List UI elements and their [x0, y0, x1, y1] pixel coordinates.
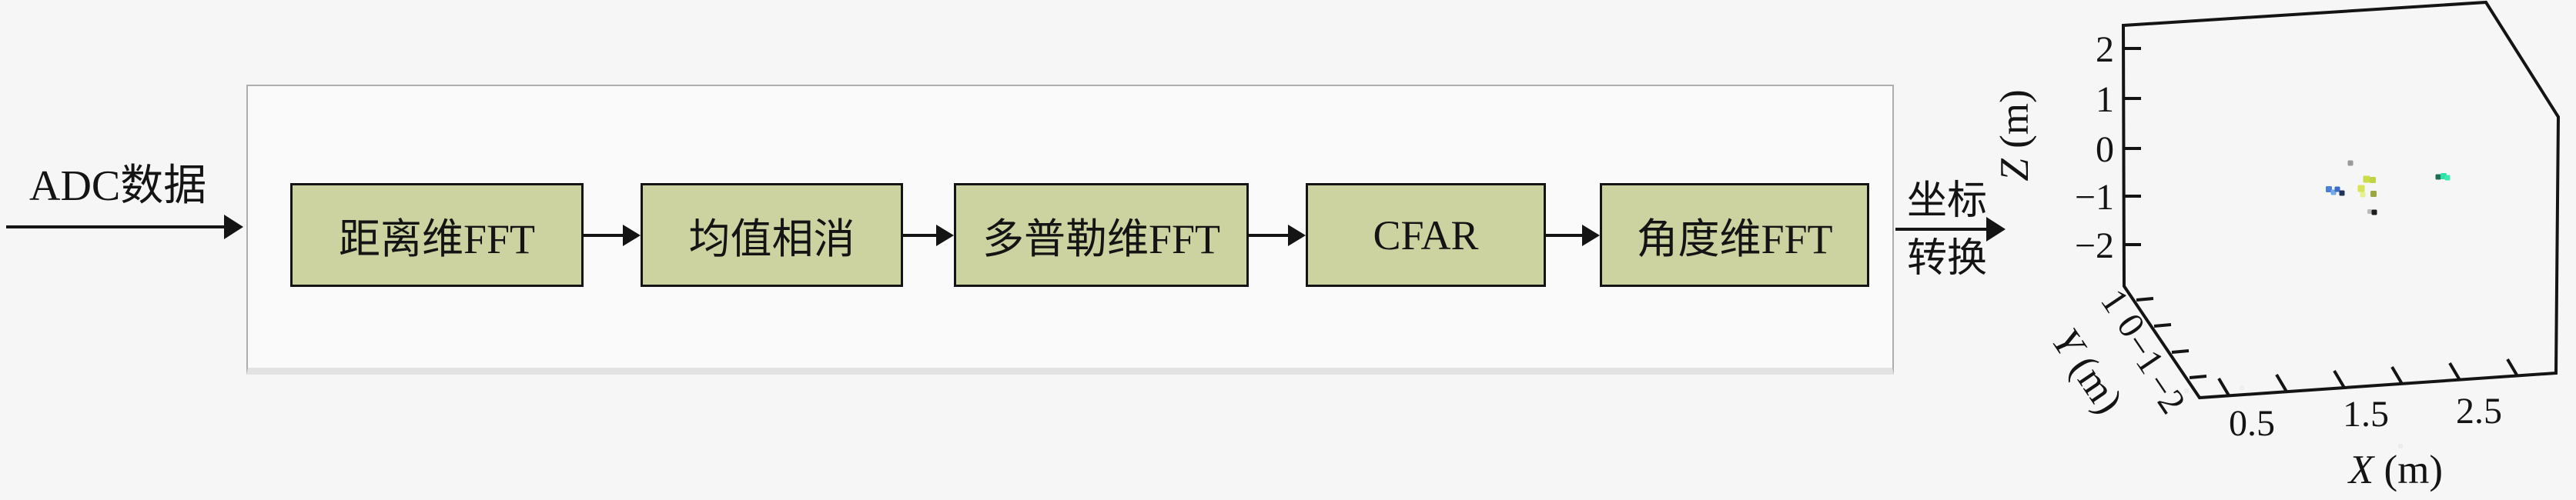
block-cfar: CFAR	[1306, 183, 1546, 287]
block-range-fft: 距离维FFT	[290, 183, 584, 287]
scatter-point	[2435, 174, 2441, 180]
z-tick-label: 1	[2096, 79, 2114, 120]
block-range-fft-label: 距离维FFT	[338, 216, 536, 262]
y-tick	[2153, 323, 2172, 328]
coordinate-transform-arrow-line	[1895, 228, 1988, 231]
z-tick-label: 2	[2096, 29, 2114, 70]
scatter-point	[2334, 186, 2340, 192]
x-tick	[2506, 358, 2519, 378]
block-cfar-label: CFAR	[1373, 212, 1479, 258]
block-mean-cancellation: 均值相消	[641, 183, 903, 287]
x-tick	[2390, 365, 2404, 385]
z-tick-label: −2	[2075, 225, 2114, 266]
scatter-point	[2360, 192, 2366, 198]
z-axis-label: Z (m)	[1992, 89, 2037, 181]
scatter-point	[2444, 175, 2451, 181]
arrowhead-4	[1582, 225, 1600, 246]
x-tick	[2275, 373, 2288, 393]
processing-chain-panel: 距离维FFT 均值相消 多普勒维FFT CFAR 角度维FFT	[246, 85, 1894, 375]
coordinate-transform-arrowhead	[1986, 217, 2006, 242]
scatter-point	[2240, 385, 2244, 390]
scatter-point	[2370, 177, 2376, 183]
scatter-point	[2363, 175, 2370, 183]
scatter-point	[2398, 444, 2403, 448]
coordinate-transform-label-line2: 转换	[1907, 237, 1988, 281]
arrowhead-2	[936, 225, 954, 246]
x-tick	[2448, 362, 2461, 382]
scatter-point	[2370, 191, 2377, 197]
arrow-line-2	[903, 234, 938, 237]
scatter-point	[2371, 209, 2377, 215]
scatter-point	[2339, 190, 2345, 196]
y-tick	[2136, 297, 2154, 302]
arrow-line-3	[1249, 234, 1290, 237]
coordinate-transform-label-line1: 坐标	[1907, 179, 1988, 223]
block-angle-fft-label: 角度维FFT	[1636, 216, 1833, 262]
scatter-point	[2367, 209, 2372, 214]
y-tick	[2189, 375, 2207, 379]
arrow-line-1	[584, 234, 625, 237]
block-doppler-fft-label: 多普勒维FFT	[982, 216, 1221, 262]
block-mean-cancellation-label: 均值相消	[688, 216, 855, 262]
input-arrowhead	[224, 215, 243, 239]
arrowhead-1	[623, 225, 641, 246]
x-tick	[2333, 369, 2346, 389]
axes-box-outline	[2121, 0, 2561, 400]
arrow-line-4	[1546, 234, 1584, 237]
block-angle-fft: 角度维FFT	[1600, 183, 1869, 287]
x-tick	[2217, 377, 2230, 397]
z-tick-label: −1	[2075, 177, 2114, 218]
input-label: ADC数据	[29, 162, 207, 210]
y-tick	[2171, 349, 2190, 354]
x-tick-label: 2.5	[2456, 391, 2502, 432]
x-tick-label: 0.5	[2229, 403, 2275, 444]
scatter-point	[2184, 388, 2189, 393]
x-axis-label: X (m)	[2347, 448, 2443, 492]
input-arrow-line	[6, 225, 225, 228]
z-tick-label: 0	[2096, 129, 2114, 170]
block-doppler-fft: 多普勒维FFT	[954, 183, 1249, 287]
scatter-point	[2326, 186, 2332, 192]
arrowhead-3	[1288, 225, 1306, 246]
x-tick-label: 1.5	[2343, 394, 2389, 435]
scatter-point	[2347, 160, 2354, 166]
scatter-point	[2357, 185, 2365, 192]
